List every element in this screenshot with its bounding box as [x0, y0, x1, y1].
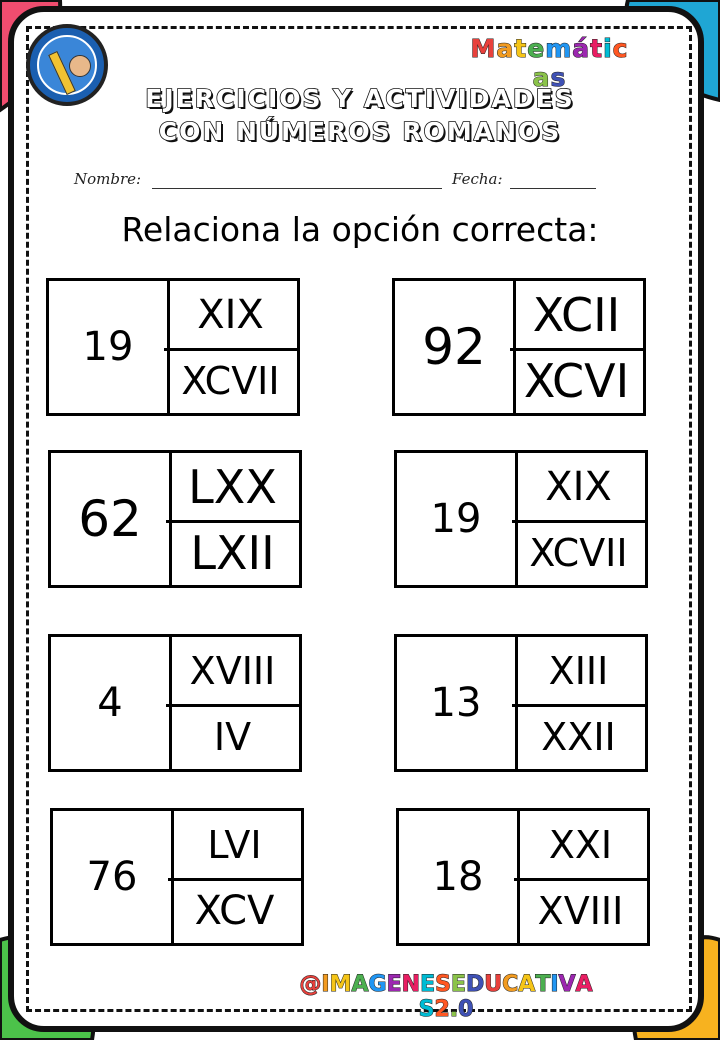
exercise-option-bottom[interactable]: LXII — [190, 525, 275, 580]
exercise-number: 18 — [399, 811, 520, 943]
exercise-box-2: 92 XCII XCVI — [392, 278, 646, 416]
dashed-border — [26, 26, 692, 1012]
date-label: Fecha: — [452, 170, 503, 188]
kid-with-pencil-icon — [26, 24, 108, 106]
exercise-box-4: 19 XIX XCVII — [394, 450, 648, 588]
footer-handle: @IMAGENESEDUCATIVAS2.0 — [296, 972, 596, 1023]
date-field-line[interactable] — [510, 188, 596, 189]
name-field-line[interactable] — [152, 188, 442, 189]
exercise-option-top[interactable]: LXX — [166, 453, 299, 523]
footer-handle-text: @IMAGENESEDUCATIVAS2.0 — [299, 972, 593, 1023]
exercise-number: 76 — [53, 811, 174, 943]
exercise-box-7: 76 LVI XCV — [50, 808, 304, 946]
exercise-option-bottom[interactable]: XXII — [541, 714, 616, 759]
exercise-option-top[interactable]: XIX — [164, 281, 297, 351]
name-label: Nombre: — [74, 170, 142, 188]
exercise-number: 13 — [397, 637, 518, 769]
subject-label: Matemáticas — [462, 34, 637, 93]
exercise-number: 4 — [51, 637, 172, 769]
exercise-box-6: 13 XIII XXII — [394, 634, 648, 772]
exercise-box-1: 19 XIX XCVII — [46, 278, 300, 416]
page-title: EJERCICIOS Y ACTIVIDADES CON NÚMEROS ROM… — [100, 82, 620, 148]
exercise-number: 19 — [49, 281, 170, 413]
exercise-option-top[interactable]: LVI — [168, 811, 301, 881]
exercise-number: 92 — [395, 281, 516, 413]
instruction-text: Relaciona la opción correcta: — [121, 210, 599, 249]
subject-label-text: Matemáticas — [470, 34, 629, 93]
exercise-number: 62 — [51, 453, 172, 585]
exercise-option-top[interactable]: XIII — [512, 637, 645, 707]
logo-inner-circle — [37, 35, 97, 96]
exercise-option-bottom[interactable]: XCV — [194, 887, 275, 934]
title-line-1: EJERCICIOS Y ACTIVIDADES — [144, 83, 575, 114]
exercise-option-bottom[interactable]: IV — [213, 714, 252, 759]
exercise-box-8: 18 XXI XVIII — [396, 808, 650, 946]
title-line-2: CON NÚMEROS ROMANOS — [158, 116, 562, 147]
exercise-option-bottom[interactable]: XCVII — [181, 358, 280, 403]
exercise-option-top[interactable]: XIX — [512, 453, 645, 523]
exercise-option-top[interactable]: XXI — [514, 811, 647, 881]
exercise-box-5: 4 XVIII IV — [48, 634, 302, 772]
exercise-option-bottom[interactable]: XVIII — [537, 888, 624, 933]
exercise-option-bottom[interactable]: XCVI — [523, 353, 630, 408]
exercise-option-top[interactable]: XVIII — [166, 637, 299, 707]
exercise-option-bottom[interactable]: XCVII — [529, 530, 628, 575]
exercise-number: 19 — [397, 453, 518, 585]
exercise-box-3: 62 LXX LXII — [48, 450, 302, 588]
kid-head-icon — [69, 55, 91, 77]
name-date-row: Nombre: Fecha: — [74, 170, 614, 196]
exercise-option-top[interactable]: XCII — [510, 281, 643, 351]
